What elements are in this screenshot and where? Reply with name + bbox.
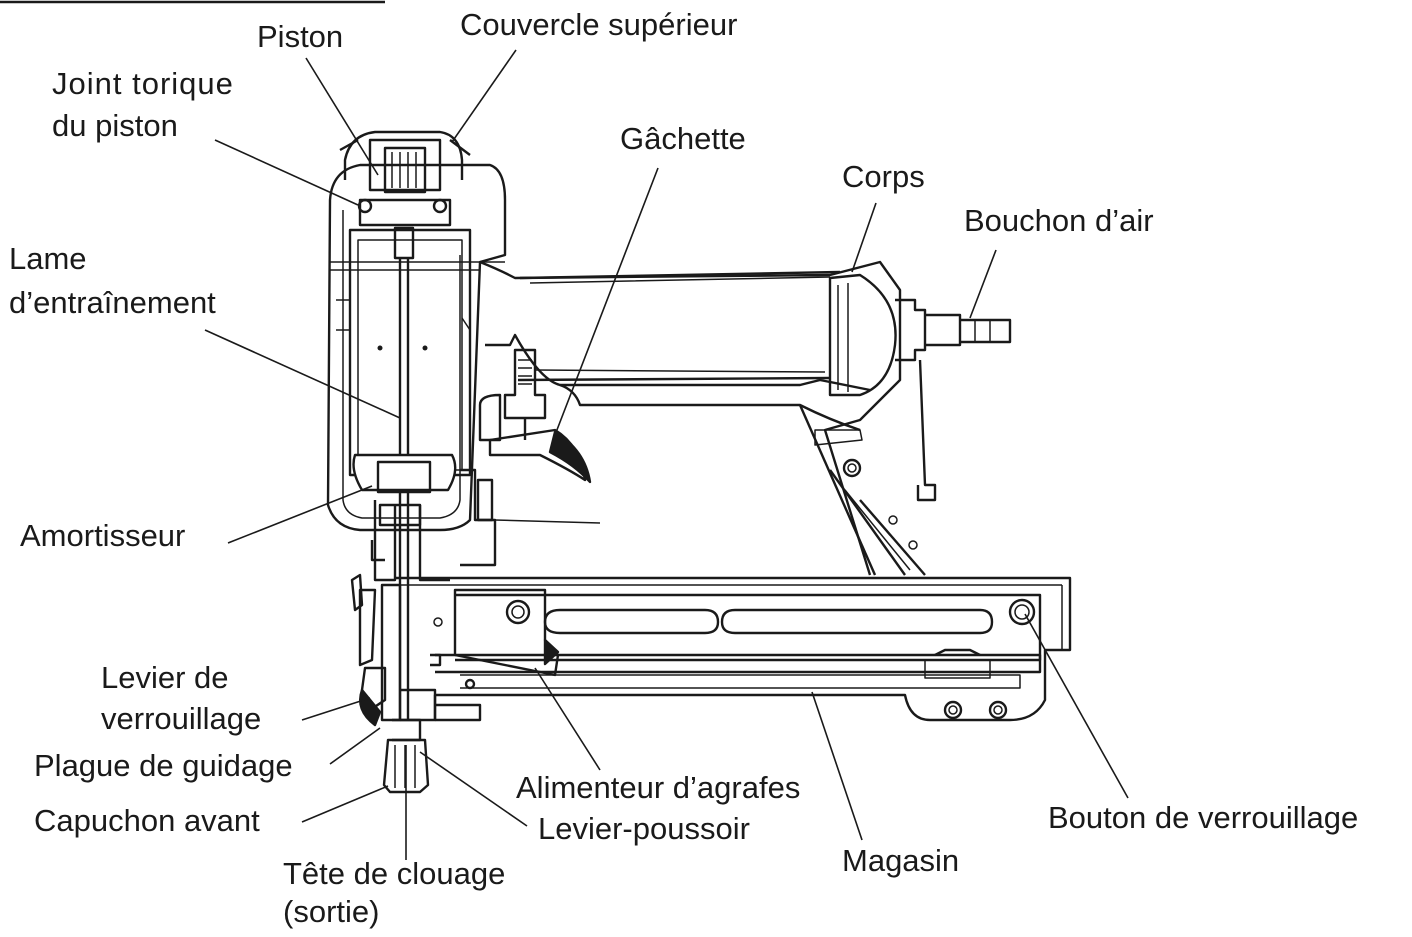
leader-lines <box>204 49 1129 860</box>
leader-alimenteur <box>534 667 601 771</box>
label-amortisseur: Amortisseur <box>20 518 186 553</box>
leader-bouchon <box>969 249 997 319</box>
leader-plague <box>329 727 381 765</box>
front-nose <box>350 573 482 794</box>
label-gachette: Gâchette <box>620 121 746 156</box>
label-capuchon: Capuchon avant <box>34 803 260 838</box>
label-tete-line2: (sortie) <box>283 894 380 929</box>
piston-head <box>357 198 452 260</box>
label-levier-line2: verrouillage <box>101 701 262 736</box>
label-lame-line2: d’entraînement <box>9 285 216 320</box>
trigger-valve <box>478 348 592 484</box>
label-couvercle: Couvercle supérieur <box>460 7 738 42</box>
label-corps: Corps <box>842 159 925 194</box>
leader-magasin <box>811 691 863 841</box>
label-levier-line1: Levier de <box>101 660 229 695</box>
label-joint-line1: Joint torique <box>52 66 234 101</box>
label-bouchon: Bouchon d’air <box>964 203 1154 238</box>
leader-capuchon <box>301 785 389 823</box>
nose-assembly <box>370 468 601 582</box>
leader-lame <box>204 329 401 419</box>
top-cover <box>339 130 471 194</box>
label-piston: Piston <box>257 19 344 54</box>
air-plug <box>895 298 1012 502</box>
leader-gachette <box>554 167 659 436</box>
magazine <box>395 576 1072 722</box>
body-handle <box>479 260 926 576</box>
leader-poussoir <box>419 751 528 827</box>
leader-amortisseur <box>227 485 373 544</box>
label-tete-line1: Tête de clouage <box>283 856 506 891</box>
label-lame-line1: Lame <box>9 241 87 276</box>
leader-piston <box>305 57 379 176</box>
label-plague: Plague de guidage <box>34 748 293 783</box>
leader-levier <box>301 697 371 721</box>
label-bouton: Bouton de verrouillage <box>1048 800 1359 835</box>
label-magasin: Magasin <box>842 843 960 878</box>
leader-bouton <box>1024 613 1129 799</box>
label-alimenteur: Alimenteur d’agrafes <box>516 770 801 805</box>
label-poussoir: Levier-poussoir <box>538 811 750 846</box>
leader-corps <box>851 202 877 273</box>
bumper <box>352 453 457 494</box>
leader-couvercle <box>451 49 517 143</box>
label-joint-line2: du piston <box>52 108 178 143</box>
leader-joint <box>214 139 359 206</box>
staple-feeder <box>430 588 560 677</box>
